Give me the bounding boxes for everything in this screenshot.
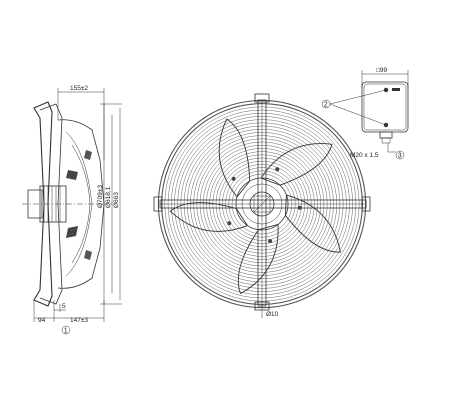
dim-155: 155±2 [70, 85, 88, 92]
callout-1: 1 [64, 328, 68, 335]
fan-blade [169, 202, 249, 232]
fan-blade [284, 194, 341, 253]
dim-147: 147±3 [70, 317, 88, 324]
dim-sq99: □99 [376, 67, 388, 74]
blade-rivet [275, 167, 280, 172]
blade-rivet [297, 205, 302, 210]
blade-rivet [268, 239, 273, 244]
dim-5: 5 [62, 303, 66, 310]
thread-label: M20 x 1,5 [350, 152, 379, 159]
blade-rivet [231, 176, 236, 181]
callout-3: 3 [398, 153, 402, 160]
dim-phi663: Ø663 [113, 192, 120, 208]
side-view: 155±2 Ø709±3 Ø618,1 Ø663 5 94 147±3 1 [22, 85, 122, 335]
dim-phi10: Ø10 [266, 311, 279, 318]
dim-phi618: Ø618,1 [105, 186, 112, 208]
front-view: Ø10 [153, 93, 371, 318]
callout-2: 2 [324, 102, 328, 109]
fan-blade [260, 143, 333, 186]
fan-blade [218, 118, 251, 198]
dim-94: 94 [38, 317, 46, 324]
fan-blade [237, 223, 279, 295]
blade-rivet [227, 221, 232, 226]
terminal-box: □99 2 M20 x 1,5 3 [321, 67, 409, 160]
dim-phi709: Ø709±3 [97, 185, 104, 208]
